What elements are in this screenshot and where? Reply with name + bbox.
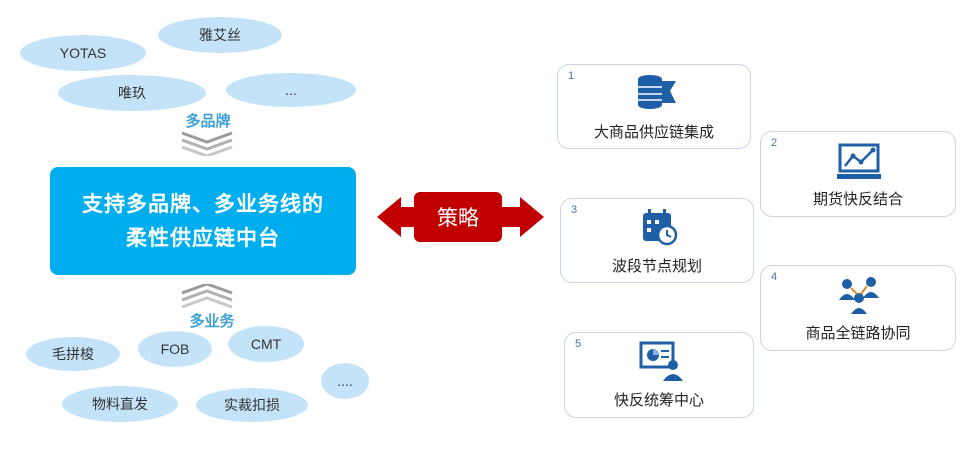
brand-ellipse-yotas: YOTAS xyxy=(20,35,146,71)
strategy-double-arrow xyxy=(377,192,544,242)
card-title: 波段节点规划 xyxy=(611,258,702,275)
card-number: 4 xyxy=(771,271,778,283)
card-title: 大商品供应链集成 xyxy=(593,124,714,141)
card-number: 3 xyxy=(571,204,578,216)
calendar-clock-icon xyxy=(643,209,678,246)
business-ellipse-wuliao: 物料直发 xyxy=(62,386,178,422)
business-ellipse-more: .... xyxy=(321,363,369,399)
card-title: 快反统筹中心 xyxy=(613,392,704,409)
strategy-card-2: 2 期货快反结合 xyxy=(760,131,956,217)
business-ellipse-fob: FOB xyxy=(138,331,212,367)
strategy-card-3: 3 波段节点规划 xyxy=(560,198,754,283)
card-title: 商品全链路协同 xyxy=(805,325,911,342)
brand-ellipse-yaaisi: 雅艾丝 xyxy=(158,17,282,53)
center-platform-box: 支持多品牌、多业务线的 柔性供应链中台 xyxy=(50,167,356,275)
business-ellipse-cmt: CMT xyxy=(228,326,304,362)
strategy-card-5: 5 快反统筹中心 xyxy=(564,332,754,418)
strategy-label: 策略 xyxy=(437,206,479,230)
chevron-down-icon xyxy=(181,131,233,156)
business-ellipse-maopinsuo: 毛拼梭 xyxy=(26,337,120,371)
line-chart-monitor-icon xyxy=(837,143,881,179)
brand-ellipse-weijiu: 唯玖 xyxy=(58,75,206,111)
center-title-line1: 支持多品牌、多业务线的 xyxy=(82,192,324,216)
presentation-person-icon xyxy=(639,341,683,381)
card-number: 1 xyxy=(568,70,575,82)
card-title: 期货快反结合 xyxy=(812,191,903,208)
database-flag-icon xyxy=(638,75,676,109)
strategy-card-4: 4 商品全链路协同 xyxy=(760,265,956,351)
multi-business-label: 多业务 xyxy=(189,313,235,330)
chevron-up-icon xyxy=(181,284,233,309)
card-number: 5 xyxy=(575,338,582,350)
multi-brand-label: 多品牌 xyxy=(185,113,231,130)
business-ellipse-shicai: 实裁扣损 xyxy=(196,388,308,422)
strategy-card-1: 1 大商品供应链集成 xyxy=(557,64,751,149)
card-number: 2 xyxy=(771,137,778,149)
team-network-icon xyxy=(839,277,879,314)
center-title-line2: 柔性供应链中台 xyxy=(126,226,280,250)
brand-ellipse-more: ... xyxy=(226,73,356,107)
